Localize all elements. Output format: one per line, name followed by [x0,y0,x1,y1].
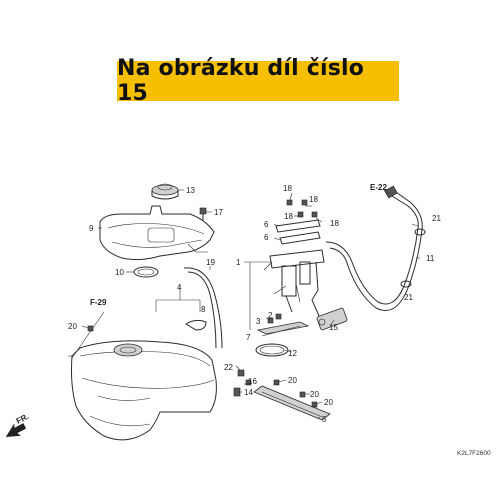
label-part-21-b: 21 [404,293,413,302]
label-part-17: 17 [214,208,223,217]
part-7-plate [256,321,310,337]
ref-f29: F-29 [90,298,107,307]
label-part-11: 11 [426,254,435,263]
label-part-3: 3 [256,317,261,326]
label-part-2: 2 [268,311,273,320]
label-part-9: 9 [89,224,94,233]
label-part-12: 12 [288,349,297,358]
part-6-retainer [275,219,321,245]
part-21-clamps [400,228,426,288]
small-fasteners [87,325,318,408]
label-part-7: 7 [246,333,251,342]
part-15-harness [311,261,348,331]
label-part-8: 8 [201,305,206,314]
part-13-filler-cap [151,183,179,200]
label-part-18-a: 18 [283,184,292,193]
label-part-18-d: 18 [330,219,339,228]
label-part-15: 15 [329,323,338,332]
label-part-20-d: 20 [324,398,333,407]
label-part-18-c: 18 [284,212,293,221]
front-direction-arrow: FR. [5,412,31,438]
label-part-4: 4 [177,283,182,292]
highlight-banner: Na obrázku díl číslo 15 [117,56,399,106]
part-1-fuel-pump [263,249,325,313]
part-11-hose [325,185,423,311]
label-part-16: 16 [248,377,257,386]
ref-e22: E-22 [370,183,387,192]
label-part-20-c: 20 [310,390,319,399]
diagram-code: K2L7F2600 [457,450,491,457]
label-part-6-a: 6 [264,220,269,229]
part-19-tube [183,267,223,349]
part-2-3-fasteners [267,313,282,324]
part-18-screws [286,199,318,218]
label-part-10: 10 [115,268,124,277]
part-8-clip [185,319,207,331]
part-12-seal [255,343,289,357]
label-part-1: 1 [236,258,241,267]
part-5-guard [253,385,331,421]
part-9-reservoir [99,205,215,261]
label-part-22: 22 [224,363,233,372]
banner-text: Na obrázku díl číslo 15 [117,56,365,106]
direction-marker: FR. [15,412,31,426]
label-part-20-b: 20 [288,376,297,385]
part-10-grommet [133,266,159,278]
label-part-6-b: 6 [264,233,269,242]
label-part-20-a: 20 [68,322,77,331]
label-part-5: 5 [322,415,327,424]
label-part-14: 14 [244,388,253,397]
leader-lines [71,189,420,419]
label-part-13: 13 [186,186,195,195]
label-part-21-a: 21 [432,214,441,223]
fuel-tank [68,340,217,441]
part-17-bolt [199,207,207,220]
label-part-18-b: 18 [309,195,318,204]
label-part-19: 19 [206,258,215,267]
